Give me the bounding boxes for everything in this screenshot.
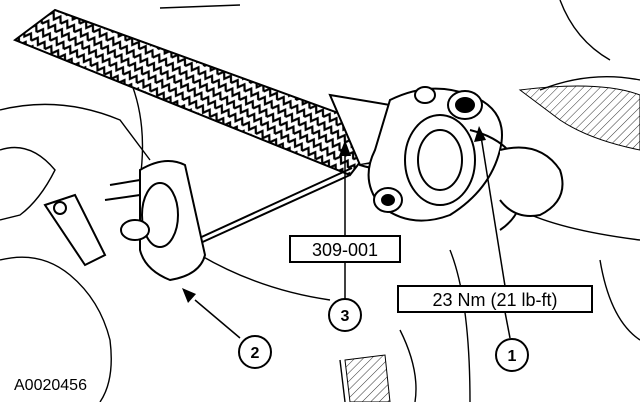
callout-2-number: 2 [251, 345, 260, 362]
flange-bolt-bottom [373, 187, 403, 213]
tailpipe [499, 146, 564, 217]
hanger-isolator [104, 160, 207, 282]
braided-flex-hose [12, 8, 387, 177]
leader-lines [194, 129, 511, 339]
callout-3-number: 3 [341, 308, 350, 325]
figure-id: A0020456 [14, 377, 87, 394]
flange-bolt-top [414, 86, 483, 120]
tool-label: 309-001 [312, 240, 378, 260]
frame-bracket [43, 193, 107, 267]
hanger-rod [184, 167, 353, 251]
torque-label-box: 23 Nm (21 lb-ft) [397, 285, 593, 313]
tool-label-box: 309-001 [289, 235, 401, 263]
callout-3: 3 [328, 298, 362, 332]
callout-1: 1 [495, 338, 529, 372]
arrowheads [182, 126, 486, 303]
shaded-panel [344, 85, 640, 402]
torque-label: 23 Nm (21 lb-ft) [432, 290, 557, 310]
callout-1-number: 1 [508, 348, 517, 365]
callout-2: 2 [238, 335, 272, 369]
